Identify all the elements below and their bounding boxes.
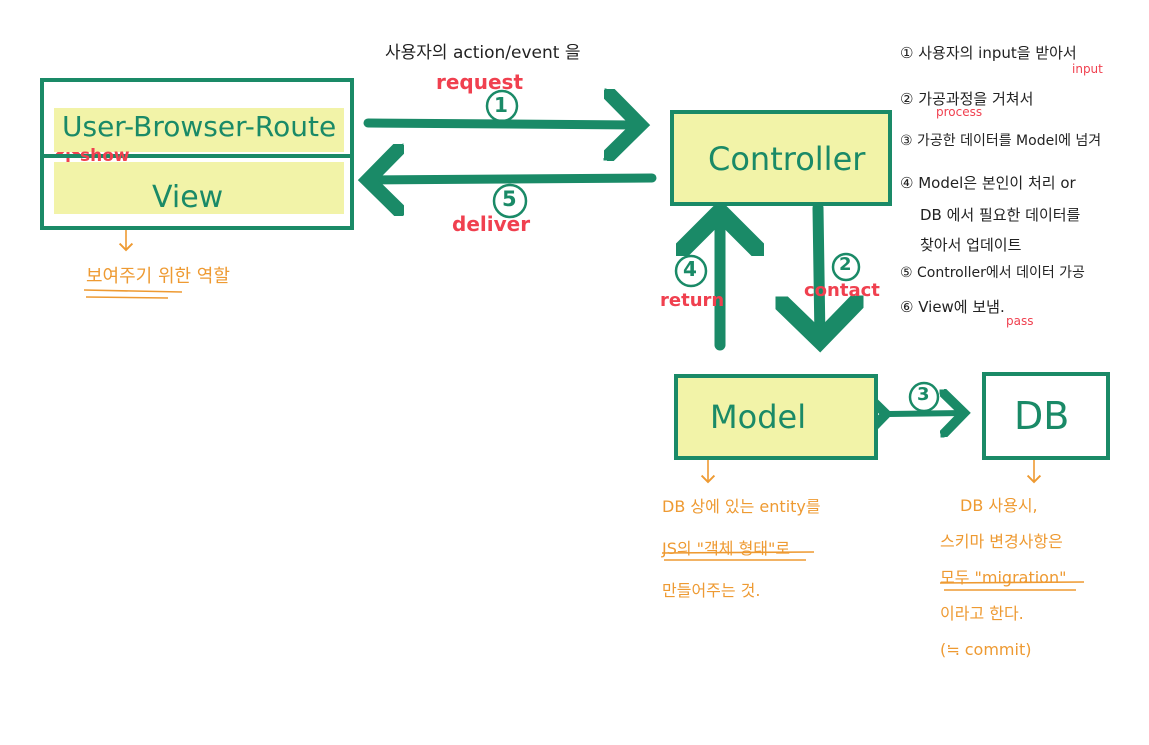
db-note-line: 모두 "migration" [940,568,1067,587]
box-divider [40,154,354,158]
step-tag: process [936,105,983,119]
model-note: DB 상에 있는 entity를 JS의 "객체 형태"로 만들어주는 것. [662,486,821,612]
db-label: DB [1014,394,1070,438]
header-note: 사용자의 action/event 을 [385,43,581,63]
controller-box: Controller [670,110,892,206]
step-item: ④ Model은 본인이 처리 or [900,174,1076,192]
model-highlight [678,378,874,456]
step-tag: pass [1006,314,1034,328]
db-note-line: 이라고 한다. [940,604,1024,623]
step-item: 찾아서 업데이트 [920,236,1022,254]
model-note-line: 만들어주는 것. [662,581,761,600]
user-view-box: User-Browser-Route View [40,78,354,230]
step-item: ② 가공과정을 거쳐서 [900,90,1034,108]
step-item: ⑤ Controller에서 데이터 가공 [900,265,1085,281]
contact-arrow [818,202,820,340]
step-circle-4 [674,254,708,288]
model-note-line: DB 상에 있는 entity를 [662,497,821,516]
db-box: DB [982,372,1110,460]
request-label: request [436,70,524,94]
user-browser-route-label: User-Browser-Route [62,110,337,143]
model-note-underline [661,551,815,554]
step-circle-5 [492,183,528,219]
step-item: ① 사용자의 input을 받아서 [900,44,1077,62]
step-number-1: 1 [494,93,508,117]
deliver-label: deliver [452,212,531,236]
view-note: 보여주기 위한 역할 [86,266,230,287]
db-note-line: DB 사용시, [960,496,1038,515]
contact-label: contact [804,280,880,301]
controller-highlight [674,114,888,202]
view-box-highlight [54,162,344,214]
show-label: show [80,146,130,166]
step-tag: input [1072,62,1103,76]
step-circle-3 [908,381,940,413]
request-arrow [363,123,640,125]
step-number-5: 5 [502,187,517,211]
step-item: ⑥ View에 보냄. [900,298,1005,316]
db-note-line: 스키마 변경사항은 [940,532,1063,551]
model-db-arrow [886,413,964,414]
return-label: return [660,290,725,311]
step-item: DB 에서 필요한 데이터를 [920,206,1081,224]
view-note-underline [83,289,183,293]
step-number-3: 3 [917,384,930,405]
db-note: DB 사용시, 스키마 변경사항은 모두 "migration" 이라고 한다.… [940,488,1066,668]
step-number-4: 4 [683,257,697,281]
step-circle-2 [831,252,861,282]
model-label: Model [710,398,807,436]
controller-label: Controller [708,140,866,178]
deliver-arrow [368,178,657,180]
step-circle-1 [485,89,519,123]
view-label: View [152,180,224,215]
model-note-line: JS의 "객체 형태"로 [662,539,791,558]
step-number-2: 2 [839,254,852,275]
view-note-underline-2 [85,296,169,299]
model-box: Model [674,374,878,460]
step-item: ③ 가공한 데이터를 Model에 넘겨 [900,133,1102,149]
db-note-underline [939,581,1085,584]
db-note-line: (≒ commit) [940,640,1032,659]
user-box-highlight [54,108,344,152]
